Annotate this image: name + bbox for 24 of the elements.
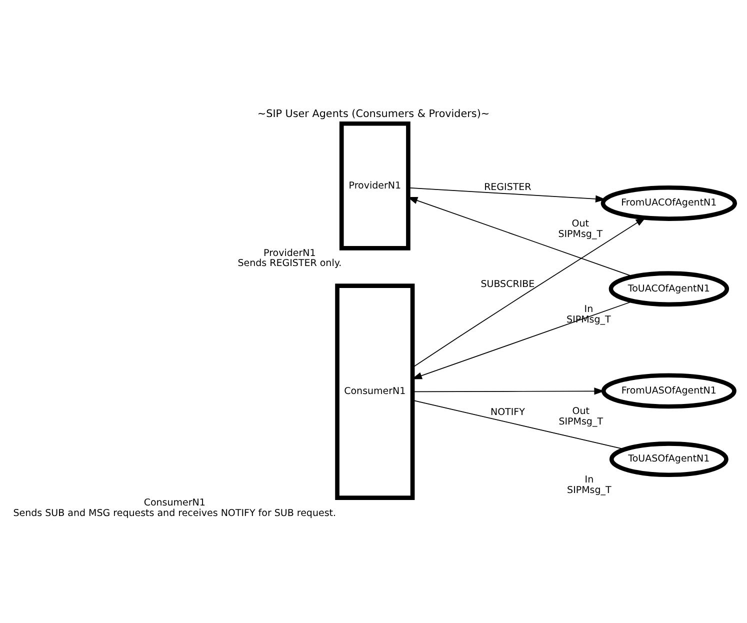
node-label: In <box>584 474 594 485</box>
node-label: Sends SUB and MSG requests and receives NOTIFY for SUB request. <box>13 507 336 518</box>
node-label: Out <box>572 406 590 417</box>
node-box: ConsumerN1 <box>335 283 415 500</box>
arrow <box>412 216 646 368</box>
node-label: In <box>584 304 594 315</box>
node-ellipse: ToUASOfAgentN1 <box>609 441 728 477</box>
node-label: Sends REGISTER only. <box>238 258 342 269</box>
node-ellipse: ToUACOfAgentN1 <box>608 270 730 306</box>
node-label: Out <box>572 218 589 229</box>
arrow <box>408 186 606 202</box>
node-ellipse: FromUASOfAgentN1 <box>601 372 736 408</box>
node-label: SIPMsg_T <box>558 228 603 240</box>
edge-label: REGISTER <box>484 182 532 193</box>
edge-label: SUBSCRIBE <box>480 278 535 290</box>
diagram-title: ~SIP User Agents (Consumers & Providers)~ <box>257 108 490 120</box>
node-label: ConsumerN1 <box>144 496 206 508</box>
edge-label: NOTIFY <box>490 406 525 418</box>
node-label: SIPMsg_T <box>567 484 612 496</box>
node-label: SIPMsg_T <box>558 416 604 428</box>
node-box: ProviderN1 <box>339 120 410 250</box>
node-ellipse: FromUACOfAgentN1 <box>600 184 738 220</box>
arrow <box>412 387 605 394</box>
node-label: ProviderN1 <box>264 247 316 258</box>
